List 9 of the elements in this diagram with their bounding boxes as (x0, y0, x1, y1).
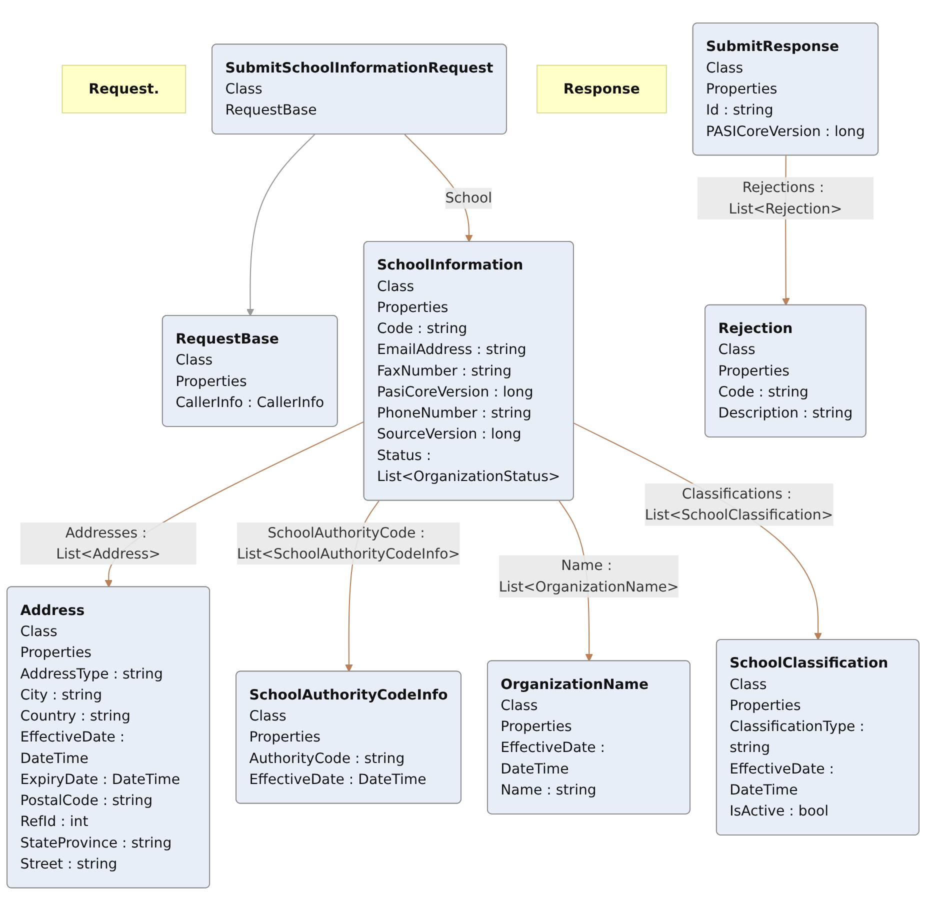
arrow (246, 134, 316, 316)
node-box: Response (536, 64, 667, 114)
edge-label: SchoolAuthorityCode : List<SchoolAuthorityCodeInfo> (237, 524, 460, 562)
edge-label: Classifications : List<SchoolClassification> (644, 485, 834, 524)
edge-label: School (445, 190, 492, 206)
edge-label: Rejections : List<Rejection> (728, 178, 842, 217)
node-box: Request. (62, 64, 186, 114)
edge-label: Addresses : List<Address> (56, 524, 161, 562)
edge-label: Name : List<OrganizationName> (498, 557, 679, 595)
